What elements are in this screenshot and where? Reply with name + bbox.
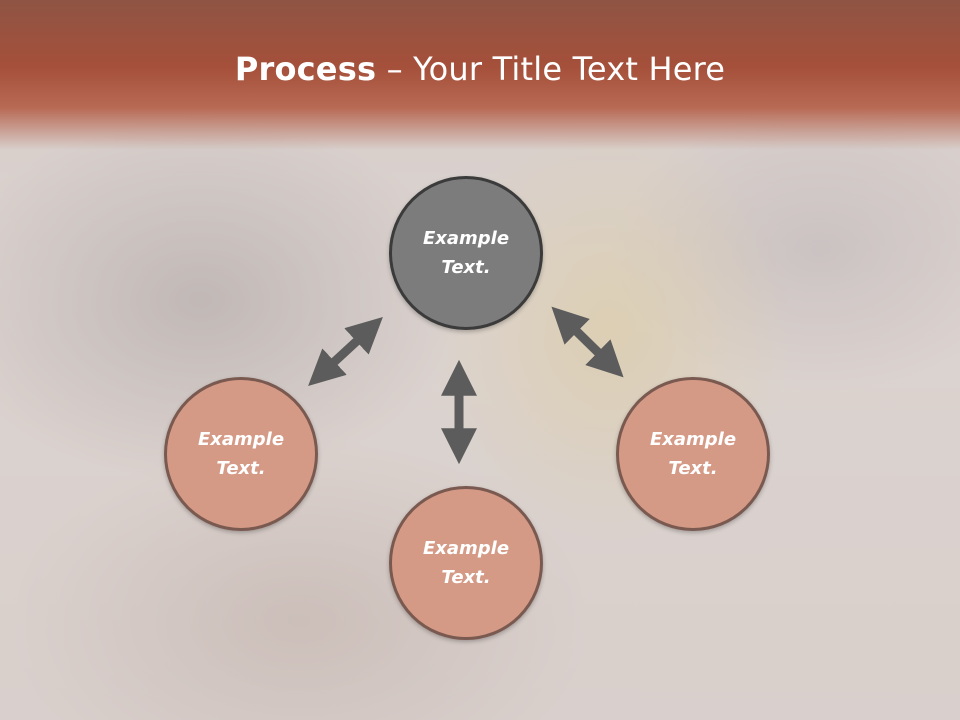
node-bottom: Example Text.: [389, 486, 543, 640]
node-left-text: Example Text.: [197, 429, 285, 479]
title-rest-part: – Your Title Text Here: [376, 50, 726, 88]
arrow-top-right: [551, 306, 624, 378]
node-bottom-text: Example Text.: [422, 538, 510, 588]
arrow-top-left: [308, 317, 383, 386]
title-bold-part: Process: [234, 50, 377, 88]
slide-title: Process – Your Title Text Here: [0, 50, 960, 88]
title-band: [0, 0, 960, 150]
node-top-text: Example Text.: [422, 228, 510, 278]
node-right-text: Example Text.: [649, 429, 737, 479]
node-right: Example Text.: [616, 377, 770, 531]
node-top: Example Text.: [389, 176, 543, 330]
node-left: Example Text.: [164, 377, 318, 531]
